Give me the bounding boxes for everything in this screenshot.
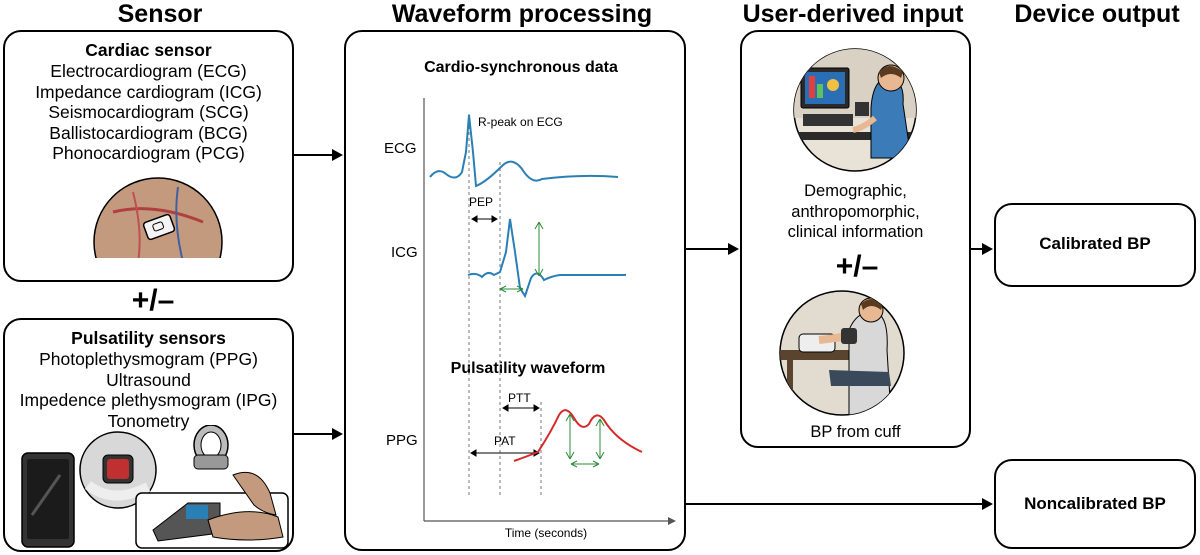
bp-cuff-illustration <box>779 290 905 416</box>
timing-reference-lines <box>468 114 542 497</box>
pulsatility-sensor-title: Pulsatility sensors <box>71 328 226 348</box>
phone-icon <box>21 452 75 548</box>
text-line: Demographic, <box>804 182 907 200</box>
ppg-waveform <box>513 409 643 462</box>
arrowhead <box>728 243 739 255</box>
list-item: Impedence plethysmogram (IPG) <box>19 390 278 410</box>
ptt-arrow <box>502 404 540 412</box>
icg-label: ICG <box>391 244 418 261</box>
waveform-processing-panel: Cardio-synchronous data Pulsatility wave… <box>344 30 686 551</box>
noncalibrated-bp-panel: Noncalibrated BP <box>994 459 1196 549</box>
ptt-label: PTT <box>508 391 531 405</box>
text-line: clinical information <box>787 223 924 241</box>
icg-width-arrow <box>499 285 524 293</box>
text-line: anthropomorphic, <box>791 202 920 221</box>
pat-label: PAT <box>494 434 516 448</box>
cardiac-sensor-panel: Cardiac sensor Electrocardiogram (ECG) I… <box>3 30 294 282</box>
arrowhead <box>982 243 993 255</box>
smart-ring-icon <box>193 425 229 470</box>
rpeak-label: R-peak on ECG <box>478 115 563 129</box>
waveform-diagram: Cardio-synchronous data Pulsatility wave… <box>384 59 676 540</box>
list-item: Ballistocardiogram (BCG) <box>49 122 248 143</box>
plus-minus-user-input: +/– <box>835 250 879 283</box>
desk-computer-illustration <box>793 48 917 172</box>
cardio-synchronous-title: Cardio-synchronous data <box>424 59 618 76</box>
cardiac-sensor-title: Cardiac sensor <box>85 40 212 60</box>
list-item: Tonometry <box>107 410 190 431</box>
plus-minus-sensors: +/– <box>131 284 175 317</box>
pep-label: PEP <box>469 195 493 209</box>
ppg-amplitude-arrows <box>565 413 605 468</box>
pulsatility-sensor-panel: Pulsatility sensors Photoplethysmogram (… <box>3 318 294 552</box>
cardiac-sensor-list: Electrocardiogram (ECG) Impedance cardio… <box>5 61 292 164</box>
noncalibrated-bp-label: Noncalibrated BP <box>1024 494 1166 513</box>
arrowhead <box>332 149 343 161</box>
header-waveform-processing: Waveform processing <box>391 0 653 28</box>
wearable-devices-illustration <box>21 425 289 549</box>
ppg-label: PPG <box>386 432 418 449</box>
list-item: Ultrasound <box>106 369 191 390</box>
smartwatch-icon <box>79 431 157 509</box>
time-axis <box>423 98 676 525</box>
time-axis-label: Time (seconds) <box>505 526 587 540</box>
pulsatility-waveform-title: Pulsatility waveform <box>451 360 606 377</box>
chest-patch-illustration <box>93 177 223 258</box>
list-item: Electrocardiogram (ECG) <box>50 61 247 81</box>
arrowhead <box>982 498 993 510</box>
header-device-output: Device output <box>1014 0 1180 28</box>
list-item: Impedance cardiogram (ICG) <box>35 81 262 102</box>
list-item: Seismocardiogram (SCG) <box>48 102 249 122</box>
arrowhead <box>332 428 343 440</box>
demographic-info-text: Demographic, anthropomorphic, clinical i… <box>742 181 969 243</box>
list-item: Phonocardiogram (PCG) <box>52 143 245 163</box>
calibrated-bp-panel: Calibrated BP <box>994 203 1196 287</box>
calibrated-bp-label: Calibrated BP <box>1039 234 1151 253</box>
icg-amplitude-arrow <box>534 221 544 277</box>
icg-waveform <box>467 218 626 299</box>
pulse-oximeter-icon <box>135 471 289 549</box>
ecg-label: ECG <box>384 140 417 157</box>
pep-arrow <box>471 215 498 223</box>
header-user-derived-input: User-derived input <box>742 0 964 28</box>
pulsatility-sensor-list: Photoplethysmogram (PPG) Ultrasound Impe… <box>5 349 292 431</box>
user-derived-input-panel: Demographic, anthropomorphic, clinical i… <box>740 30 971 448</box>
ecg-waveform <box>429 114 619 188</box>
bp-from-cuff-label: BP from cuff <box>810 423 901 441</box>
list-item: Photoplethysmogram (PPG) <box>39 349 258 369</box>
header-sensor: Sensor <box>117 0 203 28</box>
